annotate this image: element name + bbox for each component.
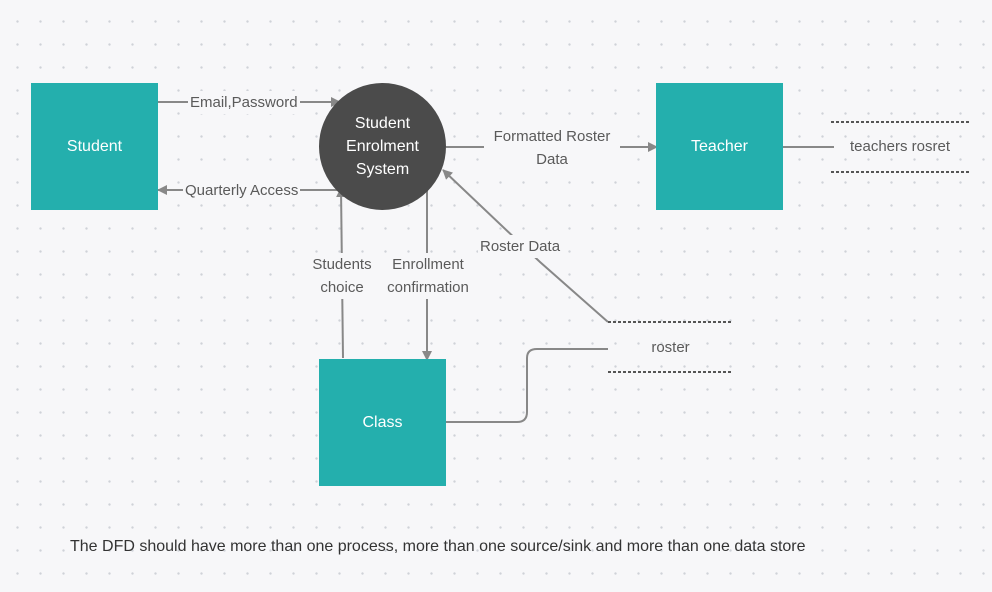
flow-label-formatted-roster-line2: Data <box>536 151 568 168</box>
flow-label-enrollment-confirmation: Enrollment confirmation <box>377 253 479 299</box>
entity-teacher[interactable]: Teacher <box>656 83 783 210</box>
entity-class[interactable]: Class <box>319 359 446 486</box>
flow-label-roster-data: Roster Data <box>478 235 563 258</box>
flow-label-quarterly-access: Quarterly Access <box>183 179 301 202</box>
process-label-line2: Enrolment <box>346 138 419 155</box>
entity-teacher-label: Teacher <box>691 137 748 155</box>
flow-label-students-choice-line1: Students <box>312 256 372 273</box>
flow-label-enrollment-confirmation-line1: Enrollment <box>392 256 464 273</box>
entity-student[interactable]: Student <box>31 83 158 210</box>
process-label-line3: System <box>355 161 410 178</box>
process-student-enrolment-system[interactable]: Student Enrolment System <box>319 83 446 210</box>
entity-student-label: Student <box>66 137 123 155</box>
flow-label-formatted-roster-line1: Formatted Roster <box>493 128 611 145</box>
flow-roster-data <box>442 169 609 323</box>
connector-class-roster <box>446 348 608 423</box>
flow-label-formatted-roster: Formatted Roster Data <box>484 125 620 171</box>
flow-label-email-password: Email,Password <box>188 91 300 114</box>
flow-label-students-choice: Students choice <box>306 253 378 299</box>
flow-label-students-choice-line2: choice <box>320 279 364 296</box>
process-label-line1: Student <box>354 115 411 132</box>
footer-note: The DFD should have more than one proces… <box>70 538 806 555</box>
store-roster-label: roster <box>651 339 690 356</box>
entity-class-label: Class <box>362 413 403 431</box>
store-teachers-label: teachers rosret <box>849 138 951 155</box>
flow-label-enrollment-confirmation-line2: confirmation <box>387 279 469 296</box>
